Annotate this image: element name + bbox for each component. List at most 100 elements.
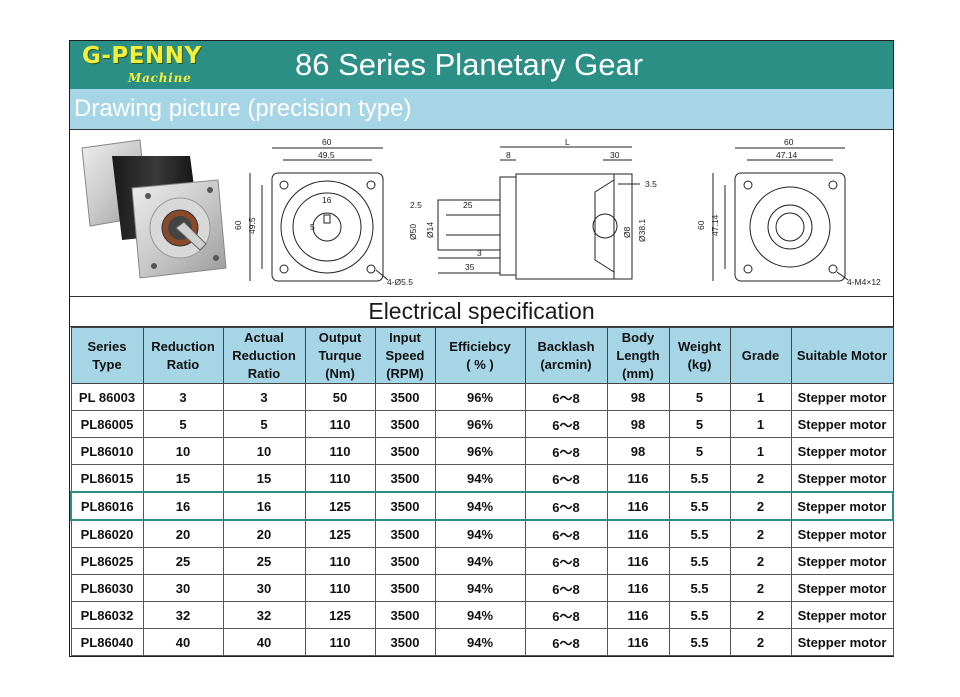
drawing-section-title: Drawing picture (precision type) <box>74 95 412 122</box>
column-header-line: Series <box>87 338 127 354</box>
front-bore: 16 <box>322 195 332 205</box>
table-cell: 32 <box>142 601 224 629</box>
table-cell: 3500 <box>374 601 436 629</box>
table-cell: PL 86003 <box>70 383 144 411</box>
table-cell: 2 <box>729 491 792 521</box>
front-width-inner: 49.5 <box>318 150 335 160</box>
table-cell: 25 <box>222 547 306 575</box>
table-cell: 5 <box>668 383 731 411</box>
table-cell: 125 <box>304 519 376 548</box>
table-cell: 110 <box>304 464 376 493</box>
table-cell: 3500 <box>374 410 436 438</box>
product-photo <box>81 139 227 279</box>
table-cell: 5.5 <box>668 547 731 575</box>
side-dim-shaft-length: 35 <box>465 262 475 272</box>
table-cell: 20 <box>222 519 306 548</box>
column-header-line: Type <box>92 356 122 372</box>
table-cell: 5.5 <box>668 464 731 493</box>
table-cell: PL86030 <box>70 574 144 602</box>
side-dim-input-bore: Ø8 <box>622 226 632 238</box>
table-cell: Stepper motor <box>790 491 894 521</box>
column-header-line: Weight <box>677 338 722 354</box>
table-cell: 96% <box>434 437 526 465</box>
table-cell: Stepper motor <box>790 410 894 438</box>
table-cell: 6～8 <box>524 464 608 493</box>
table-cell: 32 <box>222 601 306 629</box>
table-cell: 2 <box>729 519 792 548</box>
table-cell: 40 <box>222 628 306 656</box>
table-cell: 6～8 <box>524 383 608 411</box>
table-cell: 2 <box>729 574 792 602</box>
table-cell: 3500 <box>374 491 436 521</box>
table-cell: 15 <box>222 464 306 493</box>
table-cell: 116 <box>606 574 670 602</box>
table-cell: 96% <box>434 410 526 438</box>
table-cell: PL86025 <box>70 547 144 575</box>
column-header-line: (Nm) <box>325 365 355 381</box>
column-header: Suitable Motor <box>790 327 894 384</box>
side-view-drawing <box>437 146 640 280</box>
table-cell: PL86015 <box>70 464 144 493</box>
table-cell: 94% <box>434 491 526 521</box>
column-header-line: (arcmin) <box>540 356 592 372</box>
table-cell: 15 <box>142 464 224 493</box>
side-dim-spigot: Ø50 <box>408 224 418 240</box>
front-height-outer: 60 <box>233 220 243 230</box>
table-cell: 5.5 <box>668 601 731 629</box>
table-cell: 1 <box>729 383 792 411</box>
table-cell: 1 <box>729 410 792 438</box>
table-cell: 30 <box>222 574 306 602</box>
table-cell: PL86010 <box>70 437 144 465</box>
table-cell: 3 <box>222 383 306 411</box>
table-cell: 94% <box>434 628 526 656</box>
column-header-line: Ratio <box>166 356 200 372</box>
table-cell: 5.5 <box>668 628 731 656</box>
page-title: 86 Series Planetary Gear <box>295 47 644 82</box>
front-holes: 4-Ø5.5 <box>387 277 413 287</box>
table-cell: 5 <box>668 437 731 465</box>
column-header-line: (kg) <box>687 356 712 372</box>
table-cell: 116 <box>606 491 670 521</box>
table-cell: 25 <box>142 547 224 575</box>
table-cell: 3500 <box>374 383 436 411</box>
table-cell: 94% <box>434 519 526 548</box>
table-cell: 116 <box>606 547 670 575</box>
table-cell: 10 <box>222 437 306 465</box>
table-cell: 5.5 <box>668 574 731 602</box>
table-cell: 116 <box>606 464 670 493</box>
rear-width-outer: 60 <box>784 137 794 147</box>
table-cell: 2 <box>729 628 792 656</box>
table-cell: 20 <box>142 519 224 548</box>
column-header-line: Speed <box>385 347 425 363</box>
table-cell: PL86020 <box>70 519 144 548</box>
table-cell: 3500 <box>374 464 436 493</box>
side-dim-shoulder: 2.5 <box>410 200 422 210</box>
table-cell: PL86016 <box>70 491 144 521</box>
table-cell: Stepper motor <box>790 464 894 493</box>
column-header-line: Output <box>318 329 362 345</box>
table-cell: 3500 <box>374 547 436 575</box>
table-cell: 94% <box>434 547 526 575</box>
table-cell: 94% <box>434 574 526 602</box>
table-cell: 125 <box>304 601 376 629</box>
table-cell: 1 <box>729 437 792 465</box>
side-dim-gap: 3 <box>477 248 482 258</box>
table-cell: PL86040 <box>70 628 144 656</box>
front-view-drawing <box>249 147 389 282</box>
rear-height-outer: 60 <box>696 220 706 230</box>
column-header: Backlash(arcmin) <box>524 327 608 384</box>
table-cell: 98 <box>606 383 670 411</box>
table-cell: 30 <box>142 574 224 602</box>
brand-tagline: Machine <box>128 71 192 85</box>
side-dim-body: 30 <box>610 150 620 160</box>
